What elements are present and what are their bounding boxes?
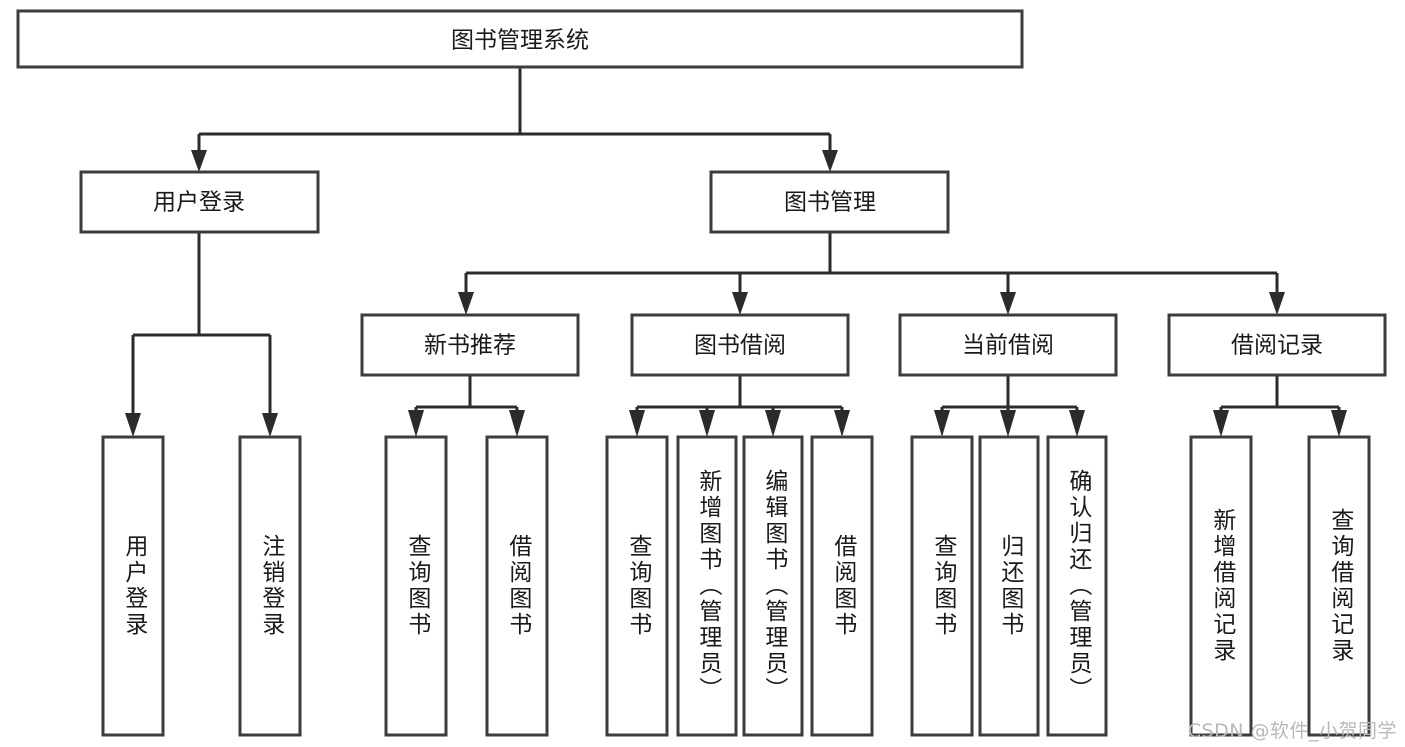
- node-root-label: 图书管理系统: [451, 28, 589, 54]
- connector-group-borrow-record: [1213, 375, 1347, 437]
- node-new-book-recommend-box[interactable]: [360, 313, 580, 377]
- arrow-head-leaf-confirm-return-admin: [1069, 410, 1085, 437]
- node-book-management[interactable]: 图书管理: [709, 170, 950, 234]
- node-book-borrow-box[interactable]: [630, 313, 850, 377]
- arrow-head-leaf-edit-book-admin: [765, 410, 781, 437]
- node-root-box[interactable]: [16, 9, 1024, 69]
- arrow-head-book-management: [822, 150, 838, 172]
- node-book-borrow-label: 图书借阅: [694, 333, 786, 359]
- node-borrow-record-box[interactable]: [1167, 313, 1387, 377]
- connector-group-root: [191, 67, 838, 172]
- leaf-box-query-book-1[interactable]: [384, 435, 448, 737]
- leaf-box-confirm-return-admin[interactable]: [1046, 435, 1108, 737]
- arrow-head-leaf-query-book-3: [934, 410, 950, 437]
- leaf-box-return-book[interactable]: [978, 435, 1040, 737]
- node-user-login[interactable]: 用户登录: [79, 170, 320, 234]
- leaf-box-query-book-3[interactable]: [910, 435, 974, 737]
- leaf-box-borrow-book-2[interactable]: [810, 435, 874, 737]
- leaf-box-query-borrow-record[interactable]: [1307, 435, 1371, 737]
- node-current-borrow-label: 当前借阅: [962, 333, 1054, 359]
- leaf-box-query-book-2[interactable]: [605, 435, 669, 737]
- arrow-head-user-login: [191, 150, 207, 172]
- connector-group-current-borrow: [934, 375, 1085, 437]
- arrow-head-leaf-query-book-2: [629, 410, 645, 437]
- node-current-borrow-box[interactable]: [898, 313, 1118, 377]
- arrow-head-leaf-borrow-book-2: [834, 410, 850, 437]
- arrow-head-leaf-add-borrow-record: [1213, 410, 1229, 437]
- node-borrow-record-label: 借阅记录: [1231, 333, 1323, 359]
- arrow-head-leaf-add-book-admin: [699, 410, 715, 437]
- node-book-management-label: 图书管理: [784, 190, 876, 216]
- arrow-head-leaf-return-book: [1000, 410, 1016, 437]
- node-user-login-box[interactable]: [79, 170, 320, 234]
- node-root[interactable]: 图书管理系统: [16, 9, 1024, 69]
- connector-group-new-book-recommend: [408, 375, 525, 437]
- connector-group-book-management: [458, 232, 1285, 315]
- leaf-box-add-book-admin[interactable]: [676, 435, 738, 737]
- csdn-watermark: CSDN @软件_小贺同学: [1187, 720, 1397, 742]
- arrow-head-book-borrow: [732, 292, 748, 315]
- node-borrow-record[interactable]: 借阅记录: [1167, 313, 1387, 377]
- node-book-management-box[interactable]: [709, 170, 950, 234]
- leaf-box-user-logout[interactable]: [238, 435, 302, 737]
- node-book-borrow[interactable]: 图书借阅: [630, 313, 850, 377]
- leaf-box-user-login[interactable]: [101, 435, 165, 737]
- arrow-head-borrow-record: [1269, 292, 1285, 315]
- leaf-box-add-borrow-record[interactable]: [1189, 435, 1253, 737]
- leaf-box-edit-book-admin[interactable]: [742, 435, 804, 737]
- arrow-head-leaf-user-logout: [262, 413, 278, 437]
- leaf-box-borrow-book-1[interactable]: [485, 435, 549, 737]
- node-new-book-recommend-label: 新书推荐: [424, 333, 516, 359]
- node-current-borrow[interactable]: 当前借阅: [898, 313, 1118, 377]
- connector-group-user-login: [125, 232, 278, 437]
- arrow-head-leaf-query-borrow-record: [1331, 410, 1347, 437]
- arrow-head-new-book-recommend: [458, 292, 474, 315]
- arrow-head-leaf-borrow-book-1: [509, 410, 525, 437]
- connector-group-book-borrow: [629, 375, 850, 437]
- node-new-book-recommend[interactable]: 新书推荐: [360, 313, 580, 377]
- node-user-login-label: 用户登录: [153, 190, 245, 216]
- arrow-head-leaf-query-book-1: [408, 410, 424, 437]
- arrow-head-leaf-user-login: [125, 413, 141, 437]
- arrow-head-current-borrow: [1000, 292, 1016, 315]
